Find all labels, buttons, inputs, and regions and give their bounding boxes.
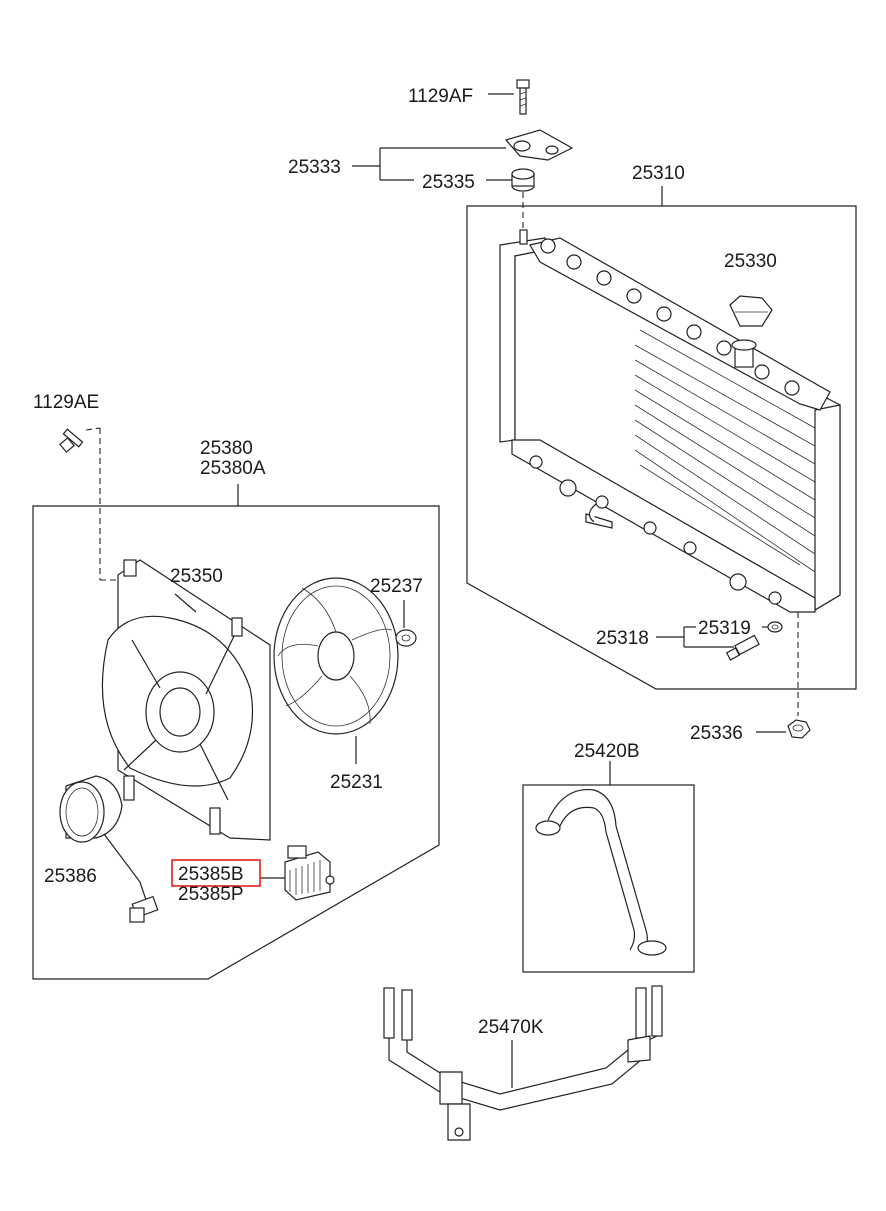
label-25380a: 25380A	[200, 458, 266, 479]
radiator-group-box	[466, 205, 857, 690]
label-25310: 25310	[632, 163, 685, 184]
label-25380: 25380	[200, 438, 253, 459]
fan-25231	[273, 577, 399, 764]
label-25231: 25231	[330, 772, 383, 793]
motor-25386	[59, 775, 159, 923]
label-25470k: 25470K	[478, 1017, 544, 1038]
o-ring-25319	[762, 621, 783, 633]
label-25350: 25350	[170, 566, 223, 587]
drain-plug-25318	[656, 626, 760, 661]
highlight-box-25385b	[171, 859, 261, 887]
nut-25336	[756, 719, 811, 739]
hose-25420b	[535, 761, 667, 956]
cap-25330	[729, 295, 773, 327]
label-25319: 25319	[698, 618, 751, 639]
bushing-25335	[486, 168, 535, 232]
washer-25237	[395, 600, 417, 647]
bracket-25333	[352, 129, 574, 181]
label-25237: 25237	[370, 576, 423, 597]
fan-shroud-group-box	[32, 505, 440, 980]
label-25335: 25335	[422, 172, 475, 193]
radiator-25310	[499, 186, 841, 716]
cooler-pipe-25470k	[383, 985, 663, 1141]
hose-group-box	[522, 784, 695, 973]
bolt-1129af	[488, 79, 530, 115]
label-25336: 25336	[690, 723, 743, 744]
label-25318: 25318	[596, 628, 649, 649]
label-25385b: 25385B	[178, 864, 244, 885]
label-25330: 25330	[724, 251, 777, 272]
label-25333: 25333	[288, 157, 341, 178]
label-25420b: 25420B	[574, 741, 640, 762]
resistor-25385b	[260, 845, 335, 901]
label-25386: 25386	[44, 866, 97, 887]
label-25385p: 25385P	[178, 884, 244, 905]
bolt-1129ae	[59, 427, 118, 581]
label-1129af: 1129AF	[408, 86, 473, 107]
label-1129ae: 1129AE	[33, 392, 99, 413]
fan-shroud-25350	[101, 484, 271, 841]
